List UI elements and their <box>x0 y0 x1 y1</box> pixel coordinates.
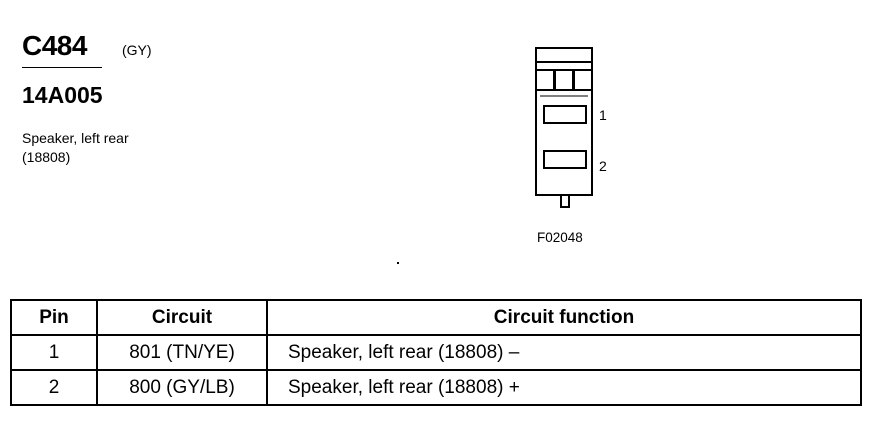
connector-color: (GY) <box>122 42 152 58</box>
connector-latch-base <box>535 61 593 71</box>
header-circuit: Circuit <box>96 299 268 336</box>
figure-code: F02048 <box>537 230 583 245</box>
connector-id: C484 <box>22 30 87 61</box>
connector-lock-tab-right <box>573 69 593 91</box>
part-number: 14A005 <box>22 82 103 108</box>
cell-pin: 1 <box>10 334 98 371</box>
cell-function: Speaker, left rear (18808) – <box>266 334 862 371</box>
cell-pin: 2 <box>10 369 98 406</box>
cell-function: Speaker, left rear (18808) + <box>266 369 862 406</box>
pin-cavity-1 <box>543 105 587 124</box>
pin-table: Pin Circuit Circuit function 1 801 (TN/Y… <box>10 299 862 406</box>
description-line-1: Speaker, left rear <box>22 130 129 146</box>
cell-circuit: 801 (TN/YE) <box>96 334 268 371</box>
pin-label-2: 2 <box>599 158 607 174</box>
cell-circuit: 800 (GY/LB) <box>96 369 268 406</box>
table-header-row: Pin Circuit Circuit function <box>10 299 862 336</box>
pin-cavity-2 <box>543 150 587 169</box>
table-row: 2 800 (GY/LB) Speaker, left rear (18808)… <box>10 369 862 406</box>
connector-key <box>560 194 570 208</box>
title-underline <box>22 67 102 68</box>
connector-latch <box>535 47 593 63</box>
header-pin: Pin <box>10 299 98 336</box>
table-row: 1 801 (TN/YE) Speaker, left rear (18808)… <box>10 334 862 371</box>
scan-speck <box>397 262 399 264</box>
connector-lock-tab-center <box>554 69 574 91</box>
connector-description: Speaker, left rear (18808) <box>22 129 129 167</box>
connector-lock-tab-left <box>535 69 555 91</box>
connector-face-diagram: 1 2 <box>535 47 607 208</box>
description-line-2: (18808) <box>22 149 71 165</box>
pin-label-1: 1 <box>599 107 607 123</box>
header-circuit-function: Circuit function <box>266 299 862 336</box>
